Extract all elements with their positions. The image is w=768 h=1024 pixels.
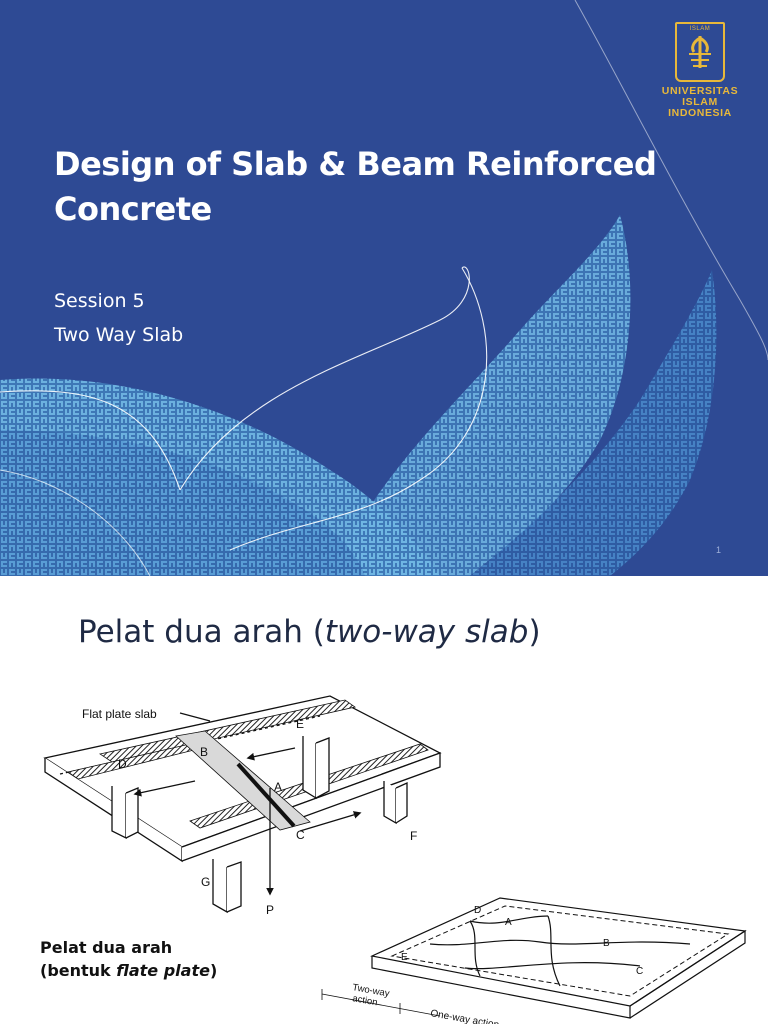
university-logo: ISLAM UNIVERSITAS ISLAM INDONESIA [650,22,750,119]
label-fig1-G: G [201,875,210,889]
slide-subtitle: Session 5 Two Way Slab [54,284,183,352]
deflection-figure [321,897,747,1019]
decorative-wave-background [0,0,768,576]
label-one-way-action: One-way action [429,1008,499,1024]
label-fig1-C: C [296,828,305,842]
caption-line-2: (bentuk flate plate) [40,959,217,982]
caption-italic: flate plate [116,961,210,980]
label-fig2-B: B [603,938,610,949]
slide-title: Design of Slab & Beam Reinforced Concret… [54,142,694,232]
label-fig1-D: D [118,757,127,771]
slide-number: 1 [716,545,722,555]
logo-line-1: UNIVERSITAS [661,85,739,97]
label-fig1-F: F [410,829,417,843]
figure-caption: Pelat dua arah (bentuk flate plate) [40,936,217,982]
label-fig1-A: A [274,780,282,794]
label-fig1-P: P [266,903,274,917]
caption-suffix: ) [209,961,218,980]
logo-line-3: INDONESIA [668,107,732,119]
university-emblem-icon: ISLAM [675,22,725,82]
content-slide-title: Pelat dua arah (two-way slab) [78,614,541,650]
flat-plate-slab-figure [43,695,442,914]
label-fig2-C: C [636,966,643,977]
title-plain: Pelat dua arah ( [78,614,325,650]
caption-line-1: Pelat dua arah [40,938,173,957]
caption-prefix: (bentuk [40,961,117,980]
slide-title-line-1: Design of Slab & Beam Reinforced [54,145,657,183]
title-close: ) [528,614,541,650]
logo-line-2: ISLAM [682,96,718,108]
slab-diagrams: Flat plate slab B E D A C F G P [43,695,747,1024]
title-slide: ISLAM UNIVERSITAS ISLAM INDONESIA Design… [0,0,768,576]
label-fig2-E: E [401,952,408,963]
content-slide: Pelat dua arah (two-way slab) [0,576,768,1024]
logo-emblem-text: ISLAM [689,26,711,32]
topic-label: Two Way Slab [54,324,184,346]
label-fig1-E: E [296,717,304,731]
label-fig1-B: B [200,745,208,759]
title-italic: two-way slab [324,614,529,650]
label-flat-plate-slab: Flat plate slab [82,707,157,721]
label-two-way-action-line2: action [351,993,378,1008]
label-fig2-A: A [505,917,512,928]
slide-title-line-2: Concrete [54,190,212,228]
label-fig2-D: D [474,905,481,916]
session-label: Session 5 [54,290,145,312]
